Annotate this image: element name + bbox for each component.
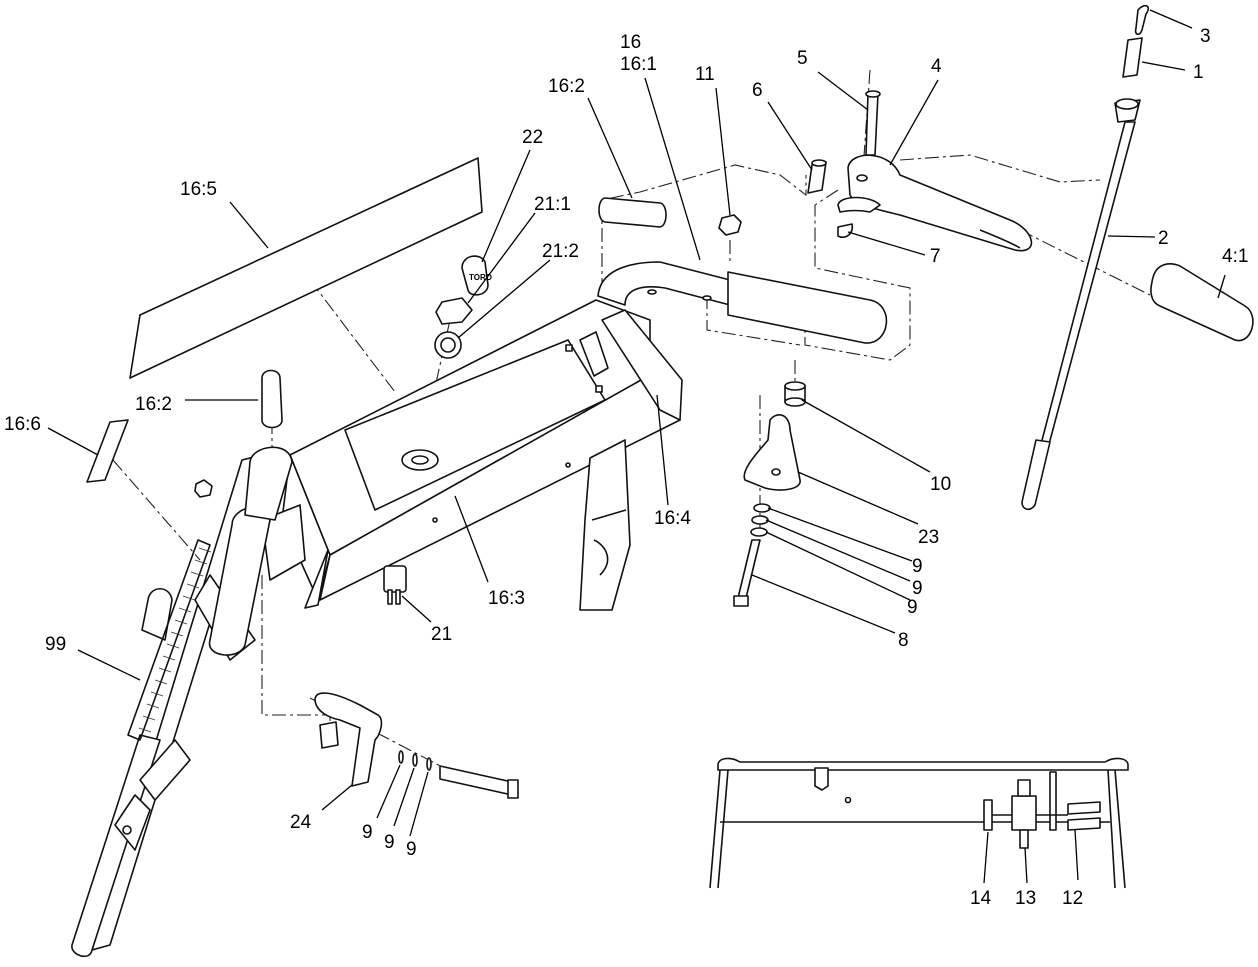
- callout-16-5: 16:5: [180, 179, 217, 200]
- bolt-24: [398, 750, 519, 799]
- bolt-8: [733, 539, 761, 607]
- callout-13: 13: [1015, 888, 1036, 909]
- callout-12: 12: [1062, 888, 1083, 909]
- callout-4: 4: [931, 56, 942, 77]
- lever-23: [743, 414, 801, 491]
- callout-21-2: 21:2: [542, 241, 579, 262]
- callout-11: 11: [695, 64, 715, 85]
- grip-top: [598, 197, 667, 228]
- callout-23: 23: [918, 527, 939, 548]
- callout-1: 1: [1193, 62, 1204, 83]
- callout-2: 2: [1158, 228, 1169, 249]
- shield-panel: [129, 157, 483, 379]
- callout-9-c: 9: [907, 597, 918, 618]
- callout-labels: 16 16:1 16:2 11 6 5 4 3 1 2 4:1 7 16:5 2…: [4, 26, 1248, 909]
- grip-left: [261, 369, 283, 429]
- callout-16-4: 16:4: [654, 508, 691, 529]
- callout-8: 8: [898, 630, 909, 651]
- callout-5: 5: [797, 48, 808, 69]
- spring-99: [127, 539, 212, 741]
- washer-stack: [750, 503, 771, 537]
- callout-10: 10: [930, 474, 951, 495]
- nut-21-1: [435, 297, 473, 325]
- bushing-6: [807, 159, 827, 194]
- callout-16-2-top: 16:2: [548, 76, 585, 97]
- handle-tube: [597, 261, 888, 344]
- key-22: TORO: [461, 255, 492, 296]
- grip-4-1: [1150, 263, 1254, 342]
- callout-6: 6: [752, 80, 763, 101]
- callout-9-e: 9: [384, 832, 395, 853]
- callout-9-f: 9: [406, 839, 417, 860]
- callout-9-b: 9: [912, 578, 923, 599]
- callout-16: 16: [620, 32, 641, 53]
- bolt-5: [865, 90, 881, 156]
- callout-9-a: 9: [912, 556, 923, 577]
- nut-left: [194, 479, 213, 498]
- callout-14: 14: [970, 888, 992, 909]
- console-housing: [261, 299, 683, 611]
- nut-11: [718, 214, 742, 236]
- control-rod: [1021, 4, 1150, 511]
- callout-7: 7: [930, 246, 941, 267]
- callout-99: 99: [45, 634, 66, 655]
- decal-panel: [86, 419, 129, 483]
- knob-7: [837, 223, 854, 239]
- callout-16-6: 16:6: [4, 414, 41, 435]
- svg-text:TORO: TORO: [469, 273, 492, 282]
- callout-22: 22: [522, 127, 543, 148]
- leader-lines: [47, 9, 1226, 884]
- callout-21: 21: [431, 624, 452, 645]
- callout-24: 24: [290, 812, 312, 833]
- lever-4: [837, 154, 1033, 252]
- callout-9-d: 9: [362, 822, 373, 843]
- bracket-24: [314, 692, 383, 787]
- left-arm: [71, 446, 293, 958]
- spacer-10: [784, 381, 806, 407]
- callout-16-1: 16:1: [620, 54, 657, 75]
- callout-16-2-left: 16:2: [135, 394, 172, 415]
- callout-16-3: 16:3: [488, 588, 525, 609]
- callout-21-1: 21:1: [534, 194, 571, 215]
- callout-4-1: 4:1: [1222, 246, 1248, 267]
- inset-view: [709, 757, 1129, 889]
- callout-3: 3: [1200, 26, 1211, 47]
- washer-21-2: [434, 331, 462, 359]
- switch-21: [383, 565, 407, 605]
